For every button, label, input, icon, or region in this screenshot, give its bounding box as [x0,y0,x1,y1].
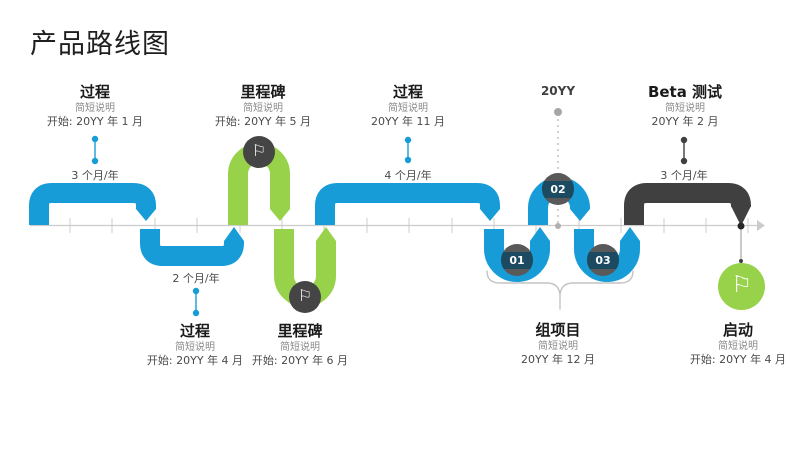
flag-icon: ⚐ [731,272,752,298]
step-number: 03 [595,253,611,267]
label-title: 过程 [179,322,211,340]
label-date: 开始: 20YY 年 4 月 [146,354,244,367]
label-process-1: 过程 简短说明 开始: 20YY 年 1 月 [46,83,144,129]
label-desc: 简短说明 [74,103,115,114]
label-title: 过程 [392,83,423,101]
label-title: 20YY [540,84,576,98]
label-desc: 简短说明 [717,341,758,352]
milestone-flag-marker-bottom: ⚐ [289,281,321,313]
label-milestone-1: 里程碑 简短说明 开始: 20YY 年 5 月 [214,83,312,129]
label-title: 里程碑 [240,83,286,101]
label-title: 组项目 [535,321,581,339]
label-date: 开始: 20YY 年 4 月 [689,353,787,366]
label-desc: 简短说明 [242,103,283,114]
label-desc: 简短说明 [665,103,705,114]
label-milestone-2: 里程碑 简短说明 开始: 20YY 年 6 月 [251,322,349,368]
label-date: 20YY 年 12 月 [521,353,595,366]
label-desc: 简短说明 [538,341,578,352]
step-number: 01 [509,253,525,267]
step-number: 02 [550,182,566,196]
step-marker-band [542,180,574,198]
label-beta-test: Beta 测试 简短说明 20YY 年 2 月 [647,83,723,129]
flag-icon: ⚐ [251,141,267,160]
label-desc: 简短说明 [388,103,428,114]
milestone-flag-marker-top: ⚐ [243,136,275,168]
label-date: 开始: 20YY 年 5 月 [214,115,312,128]
dark-ribbon-arrow-tip [731,206,751,226]
duration-label-3: 4 个月/年 [384,169,432,182]
label-date: 开始: 20YY 年 1 月 [46,115,144,128]
dark-ribbon [624,183,751,225]
step-marker-band [501,251,533,269]
label-title: Beta 测试 [647,83,723,101]
group-brace [486,270,634,310]
label-desc: 简短说明 [279,342,320,353]
label-date: 20YY 年 2 月 [651,115,719,128]
duration-label-2: 2 个月/年 [172,272,220,285]
launch-flag-marker: ⚐ [718,263,765,310]
label-launch: 启动 简短说明 开始: 20YY 年 4 月 [689,321,787,367]
step-marker-01: 01 [501,244,533,276]
timeline-arrowhead-icon [757,220,765,231]
label-process-2: 过程 简短说明 20YY 年 11 月 [371,83,445,129]
duration-label-1: 3 个月/年 [71,169,119,182]
blue-ribbon-tips [136,209,640,241]
year-marker-line [554,108,562,229]
green-ribbon-tips [270,209,336,241]
label-title: 启动 [722,321,754,339]
page-title: 产品路线图 [30,29,170,60]
label-year: 20YY [541,84,575,98]
launch-drop-line [737,222,745,263]
label-desc: 简短说明 [174,342,215,353]
step-marker-03: 03 [587,244,619,276]
label-process-3: 过程 简短说明 开始: 20YY 年 4 月 [146,322,244,368]
duration-label-4: 3 个月/年 [660,169,708,182]
step-marker-band [587,251,619,269]
timeline-baseline [30,218,757,233]
flag-icon: ⚐ [297,286,313,305]
label-group-project: 组项目 简短说明 20YY 年 12 月 [521,321,595,367]
label-title: 里程碑 [277,322,323,340]
step-marker-02: 02 [542,173,574,205]
connector-lines [91,135,688,317]
label-date: 开始: 20YY 年 6 月 [251,354,349,367]
label-date: 20YY 年 11 月 [371,115,445,128]
label-title: 过程 [79,83,111,101]
